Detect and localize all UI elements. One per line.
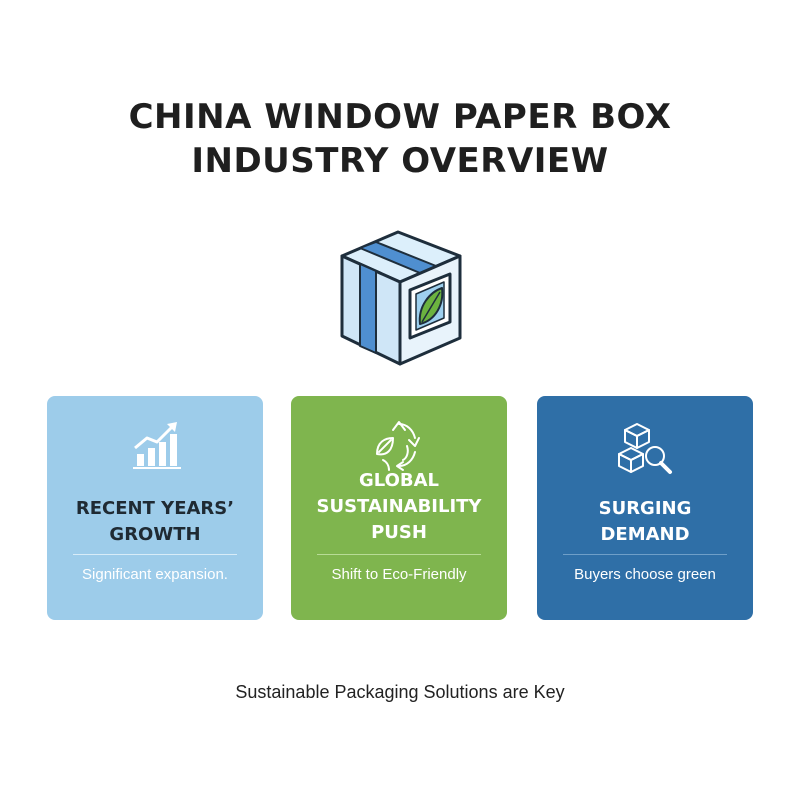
recycle-leaf-icon — [376, 421, 420, 471]
card-heading-line: GLOBAL — [358, 470, 440, 491]
card-recent-growth: RECENT YEARS’ GROWTH Significant expansi… — [47, 396, 263, 620]
card-heading: RECENT YEARS’ GROWTH — [57, 496, 253, 548]
card-surging-demand: SURGING DEMAND Buyers choose green — [537, 396, 753, 620]
card-heading-line: PUSH — [371, 522, 427, 543]
title-line-2: INDUSTRY OVERVIEW — [191, 141, 609, 181]
card-heading-line: SUSTAINABILITY — [316, 496, 482, 517]
card-subtitle: Significant expansion. — [82, 566, 228, 583]
boxes-search-icon — [618, 423, 672, 474]
growth-chart-icon — [133, 422, 181, 469]
card-heading: SURGING DEMAND — [547, 496, 743, 548]
title-line-1: CHINA WINDOW PAPER BOX — [128, 97, 672, 137]
card-heading-line: DEMAND — [600, 524, 690, 545]
eco-window-box-icon — [340, 230, 462, 366]
page-title: CHINA WINDOW PAPER BOX INDUSTRY OVERVIEW — [0, 95, 800, 183]
card-heading: GLOBAL SUSTAINABILITY PUSH — [301, 468, 497, 546]
card-sustainability-push: GLOBAL SUSTAINABILITY PUSH Shift to Eco-… — [291, 396, 507, 620]
footer-tagline: Sustainable Packaging Solutions are Key — [235, 682, 565, 702]
card-divider — [317, 554, 481, 555]
card-heading-line: RECENT YEARS’ — [75, 498, 235, 519]
card-subtitle: Buyers choose green — [574, 566, 716, 583]
card-heading-line: GROWTH — [109, 524, 201, 545]
card-heading-line: SURGING — [598, 498, 692, 519]
card-subtitle: Shift to Eco-Friendly — [331, 566, 467, 583]
card-divider — [563, 554, 727, 555]
card-divider — [73, 554, 237, 555]
